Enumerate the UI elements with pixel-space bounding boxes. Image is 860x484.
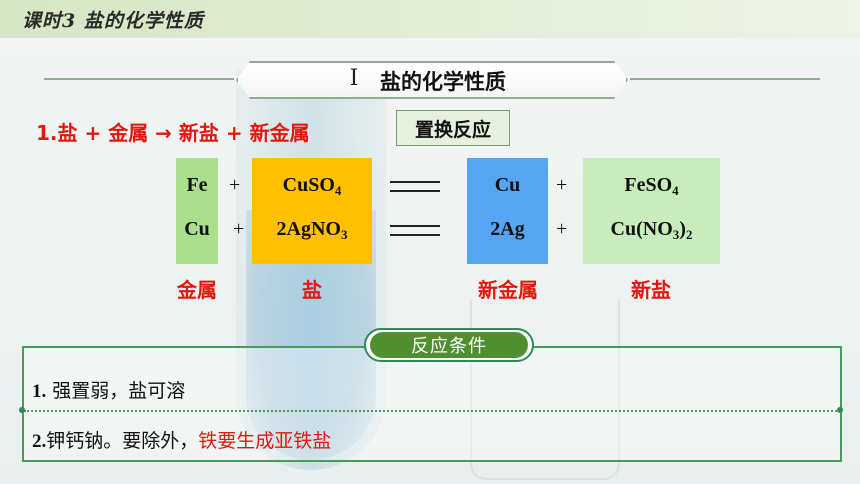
conditions-divider xyxy=(24,410,840,412)
label-metal: 金属 xyxy=(177,278,217,302)
eq1-plus-right: + xyxy=(556,174,568,196)
label-new-salt: 新盐 xyxy=(631,278,671,302)
banner-line-right xyxy=(630,78,820,80)
section-title: 盐的化学性质 xyxy=(380,70,506,94)
banner-line-left xyxy=(44,78,234,80)
eq2-plus-right: + xyxy=(556,218,568,240)
eq2-plus-left: + xyxy=(233,218,245,240)
condition-line-2: 2.钾钙钠。要除外，铁要生成亚铁盐 xyxy=(32,430,332,452)
label-new-metal: 新金属 xyxy=(478,278,538,302)
divider-dot-left xyxy=(19,407,25,413)
condition-line-1: 1. 强置弱，盐可溶 xyxy=(32,380,186,402)
eq1-metal: Fe xyxy=(186,174,208,196)
divider-dot-right xyxy=(837,407,843,413)
eq1-salt: CuSO4 xyxy=(282,174,342,198)
header-bar: 课时3 盐的化学性质 xyxy=(0,0,860,38)
background-beaker xyxy=(470,300,620,480)
eq1-plus-left: + xyxy=(229,174,241,196)
rule-statement: 1.盐 + 金属 → 新盐 + 新金属 xyxy=(36,121,310,145)
conditions-title: 反应条件 xyxy=(370,332,528,358)
eq1-new-salt: FeSO4 xyxy=(624,174,679,198)
new-metal-box xyxy=(467,158,548,264)
section-number: Ⅰ xyxy=(349,66,359,91)
eq1-new-metal: Cu xyxy=(494,174,521,196)
salt-box xyxy=(252,158,372,264)
new-salt-box xyxy=(583,158,720,264)
eq1-equals-sign xyxy=(390,181,440,192)
reaction-type-badge: 置换反应 xyxy=(396,110,510,146)
eq2-new-salt: Cu(NO3)2 xyxy=(610,218,693,242)
label-salt: 盐 xyxy=(302,278,322,302)
eq2-salt: 2AgNO3 xyxy=(276,218,348,242)
lesson-title: 课时3 盐的化学性质 xyxy=(22,10,204,32)
metal-box xyxy=(176,158,218,264)
eq2-equals-sign xyxy=(390,225,440,236)
section-banner xyxy=(236,61,628,99)
eq2-metal: Cu xyxy=(184,218,210,240)
eq2-new-metal: 2Ag xyxy=(490,218,525,240)
